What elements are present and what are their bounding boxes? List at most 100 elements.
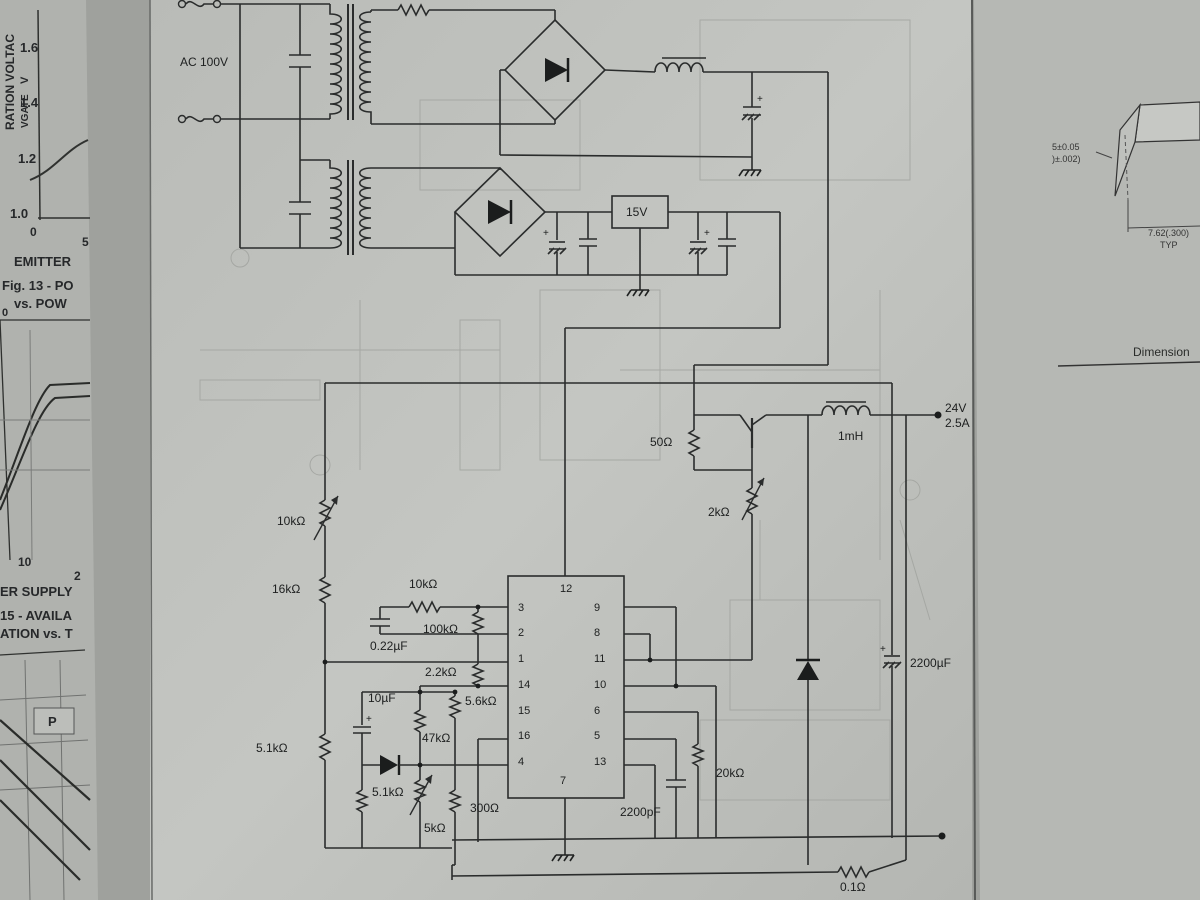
right-page xyxy=(974,0,1200,900)
pin-left-2: 2 xyxy=(518,627,524,639)
r-5-1k-left-label: 5.1kΩ xyxy=(256,741,288,755)
left-page xyxy=(0,0,98,900)
supply-label: ER SUPPLY xyxy=(0,584,73,599)
r-100k-label: 100kΩ xyxy=(423,622,458,636)
zero-label: 0 xyxy=(2,307,8,319)
r-16k xyxy=(318,576,332,604)
r-2-2k-label: 2.2kΩ xyxy=(425,665,457,679)
axis-symbol: VGATE xyxy=(20,94,31,128)
pin-right-7: 13 xyxy=(594,756,606,768)
pin-right-5: 6 xyxy=(594,705,600,717)
left-graph: 1.6 1.4 1.2 1.0 RATION VOLTAC V VGATE 0 … xyxy=(0,9,91,900)
center-page xyxy=(150,0,972,900)
r-50 xyxy=(687,429,701,457)
svg-text:+: + xyxy=(366,714,372,725)
x-tick-10: 10 xyxy=(18,555,32,569)
r-5-6k-label: 5.6kΩ xyxy=(465,694,497,708)
pin-right-2: 8 xyxy=(594,627,600,639)
pin-right-3: 11 xyxy=(594,653,605,665)
fig-15-title: 15 - AVAILA xyxy=(0,608,73,623)
r-5-1k-bottom xyxy=(354,789,370,813)
pin-bottom: 7 xyxy=(560,775,566,787)
dim-typ: TYP xyxy=(1160,240,1178,250)
shunt-label: 0.1Ω xyxy=(840,880,866,894)
fig-15-subtitle: ATION vs. T xyxy=(0,626,73,641)
pin-right-6: 5 xyxy=(594,730,600,742)
r-16k-label: 16kΩ xyxy=(272,582,300,596)
tick-1-2: 1.2 xyxy=(18,151,36,166)
right-dimension-drawing: 5±0.05 )±.002) 7.62(.300) TYP Dimension xyxy=(1052,101,1200,367)
r-5-1k-left xyxy=(318,733,332,761)
r-10k-label: 10kΩ xyxy=(409,577,437,591)
tick-1-6: 1.6 xyxy=(20,40,38,55)
x-tick-0: 0 xyxy=(30,225,37,239)
transformer-2 xyxy=(329,160,372,255)
r-20k-label: 20kΩ xyxy=(716,766,744,780)
p-label: P xyxy=(48,714,57,729)
circuit: AC 100V xyxy=(177,0,970,894)
pin-left-6: 16 xyxy=(518,730,530,742)
dim-c: 7.62(.300) xyxy=(1148,228,1189,238)
r-2-2k xyxy=(470,663,486,687)
shunt-resistor xyxy=(837,865,870,879)
r-5-1k-var xyxy=(412,779,428,803)
tick-1-0: 1.0 xyxy=(10,206,28,221)
r-10k xyxy=(408,600,441,614)
c-022u-label: 0.22µF xyxy=(370,639,408,653)
pin-left-1: 3 xyxy=(518,602,524,614)
pin-right-4: 10 xyxy=(594,679,606,691)
bridge-rectifier-1 xyxy=(503,18,607,122)
r-10k-var-label: 10kΩ xyxy=(277,514,305,528)
series-resistor xyxy=(397,3,430,17)
pin-left-7: 4 xyxy=(518,756,524,768)
r-5k xyxy=(447,789,463,813)
pin-left-4: 14 xyxy=(518,679,530,691)
svg-text:+: + xyxy=(880,644,886,655)
c-2200u-label: 2200µF xyxy=(910,656,951,670)
x-tick-5: 5 xyxy=(82,235,89,249)
inductor-label: 1mH xyxy=(838,429,863,443)
r-5-6k xyxy=(447,695,463,719)
c-10u-label: 10µF xyxy=(368,691,396,705)
svg-text:+: + xyxy=(543,228,549,239)
x-tick-2: 2 xyxy=(74,569,81,583)
r-100k xyxy=(470,611,486,635)
output-inductor xyxy=(821,405,871,416)
axis-unit: V xyxy=(19,76,31,84)
power-transistor xyxy=(687,414,822,471)
dimension-heading: Dimension xyxy=(1133,345,1190,359)
dim-a: 5±0.05 xyxy=(1052,142,1079,152)
r-50-label: 50Ω xyxy=(650,435,672,449)
output-current: 2.5A xyxy=(945,416,970,430)
ac-input-label: AC 100V xyxy=(180,55,228,69)
axis-title-rotated: RATION VOLTAC xyxy=(3,34,17,130)
capacitor-bulk-1: + xyxy=(741,94,763,170)
transformer-1 xyxy=(329,4,372,124)
r-20k xyxy=(690,743,706,767)
r-300-label: 300Ω xyxy=(470,801,499,815)
input-inductor xyxy=(654,62,704,73)
r-47k-label: 47kΩ xyxy=(422,731,450,745)
svg-text:+: + xyxy=(704,228,710,239)
r-10k-var xyxy=(318,499,332,527)
r-2k-label: 2kΩ xyxy=(708,505,730,519)
flywheel-diode xyxy=(796,658,820,680)
control-ic xyxy=(507,575,625,799)
fig-13-subtitle: vs. POW xyxy=(14,296,67,311)
r-47k xyxy=(412,709,428,733)
dim-b: )±.002) xyxy=(1052,154,1080,164)
emitter-label: EMITTER xyxy=(14,254,72,269)
r-5-1k-var-label: 5.1kΩ xyxy=(372,785,404,799)
tick-1-4: 1.4 xyxy=(20,95,39,110)
pin-left-5: 15 xyxy=(518,705,530,717)
pin-right-1: 9 xyxy=(594,602,600,614)
regulator-label: 15V xyxy=(626,205,647,219)
svg-text:+: + xyxy=(757,94,763,105)
bridge-rectifier-2 xyxy=(453,166,547,258)
pin-top: 12 xyxy=(560,583,572,595)
fig-13-title: Fig. 13 - PO xyxy=(2,278,74,293)
output-voltage: 24V xyxy=(945,401,966,415)
ac-input: AC 100V xyxy=(177,0,300,124)
